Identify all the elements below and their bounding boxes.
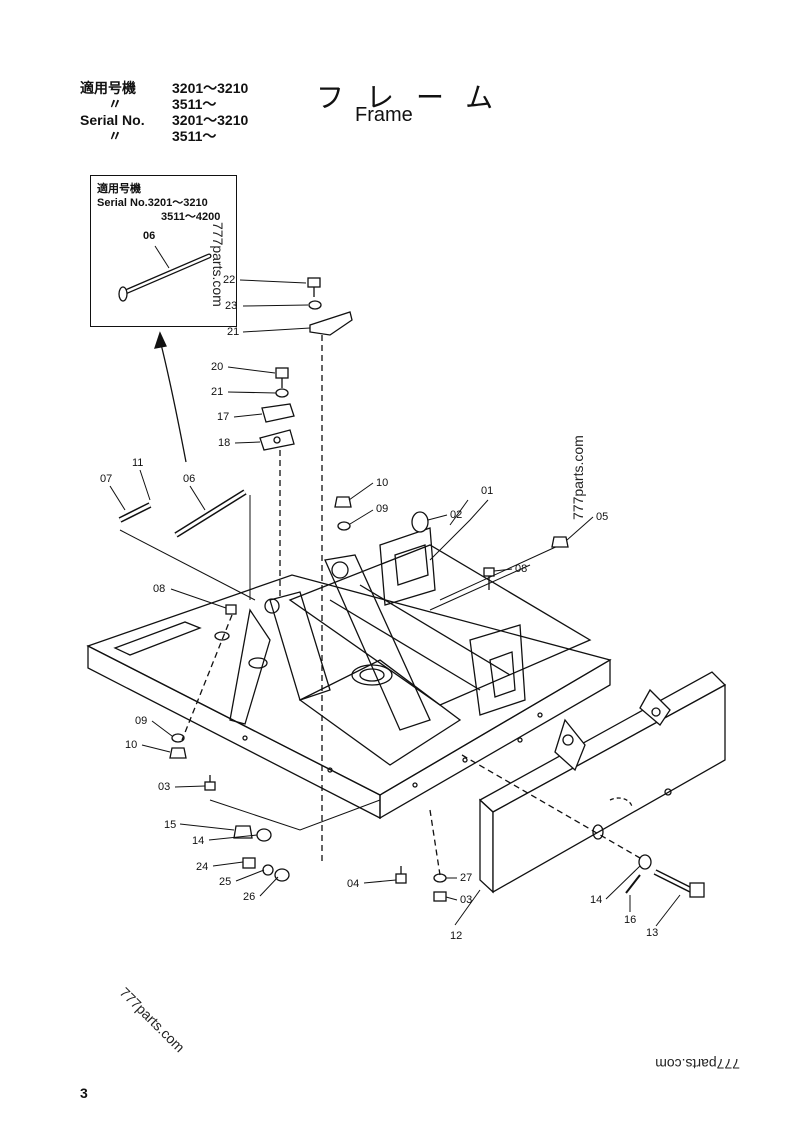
page-number: 3 [80,1085,88,1101]
header-row: Serial No. 3201～3210 [80,112,248,128]
header-key: 〃 [80,96,122,112]
header-value: 3511～ [172,96,217,112]
callout-01: 01 [481,485,493,497]
serial-header: 適用号機 3201～3210 〃 3511～ Serial No. 3201～3210… [80,80,248,144]
callout-08: 08 [153,583,165,595]
callout-17: 17 [217,411,229,423]
inset-line1: 適用号機 [97,183,141,195]
inset-arrow [159,339,187,463]
callout-10: 10 [376,477,388,489]
watermark: 777parts.com [570,435,586,520]
counterweight [478,671,727,894]
title-japanese: フレーム [316,81,516,114]
callout-labels: 22 23 21 20 21 17 18 11 07 06 10 09 01 0… [100,274,658,942]
callout-07: 07 [100,473,112,485]
header-value: 3201～3210 [172,112,249,128]
callout-04: 04 [347,878,359,890]
callout-leaders [109,279,681,927]
inset-line3: 3511～4200 [161,211,221,223]
callout-13: 13 [646,927,658,939]
callout-24: 24 [196,861,208,873]
callout-23: 23 [225,300,237,312]
header-row: 適用号機 3201～3210 [80,80,248,96]
callout-16: 16 [624,914,636,926]
callout-21: 21 [211,386,223,398]
callout-26: 26 [243,891,255,903]
callout-27: 27 [460,872,472,884]
header-key: 適用号機 [80,80,136,96]
callout-14: 14 [192,835,204,847]
header-key: Serial No. [80,112,145,128]
callout-22: 22 [223,274,235,286]
watermark: 777parts.com [210,222,226,307]
inset-pin-drawing [118,245,212,302]
callout-06: 06 [183,473,195,485]
arrow-head-icon [154,331,167,349]
inset-line2: Serial No.3201～3210 [97,197,208,209]
inset-box: 適用号機 Serial No.3201～3210 3511～4200 06 [90,175,237,327]
watermark: 777parts.com [655,1056,740,1072]
callout-12: 12 [450,930,462,942]
callout-09: 09 [135,715,147,727]
callout-10: 10 [125,739,137,751]
callout-20: 20 [211,361,223,373]
loose-parts [118,277,705,902]
callout-25: 25 [219,876,231,888]
title-english: Frame [355,104,413,126]
header-row: 〃 3511～ [80,96,248,112]
callout-09: 09 [376,503,388,515]
header-key: 〃 [80,128,122,144]
assembly-lines [181,335,641,876]
callout-21: 21 [227,326,239,338]
header-value: 3511～ [172,128,217,144]
callout-18: 18 [218,437,230,449]
header-value: 3201～3210 [172,80,249,96]
inset-part-label: 06 [143,230,156,242]
callout-05: 05 [596,511,608,523]
callout-03: 03 [460,894,472,906]
callout-03: 03 [158,781,170,793]
frame-base [86,527,612,820]
callout-08: 08 [515,563,527,575]
callout-11: 11 [132,457,143,469]
callout-15: 15 [164,819,176,831]
callout-02: 02 [450,509,462,521]
leader-lines [119,495,561,926]
callout-14: 14 [590,894,602,906]
header-row: 〃 3511～ [80,128,248,144]
